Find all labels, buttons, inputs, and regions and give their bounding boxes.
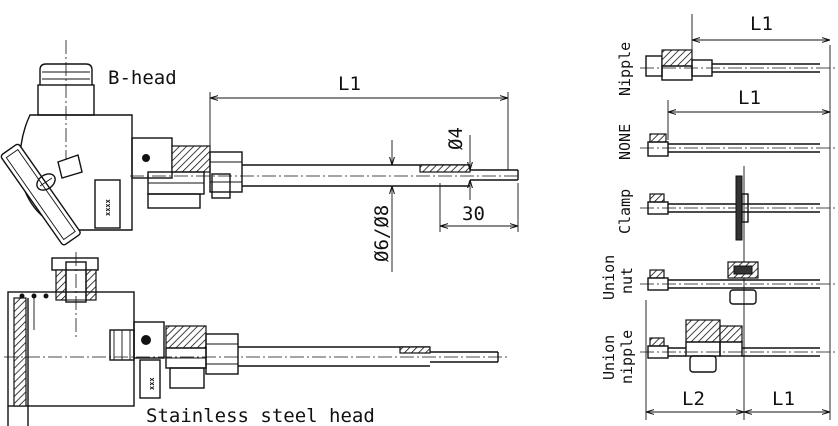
union-nipple-hatch	[685, 319, 721, 343]
variant-union-nut: Union nut	[600, 255, 836, 305]
variant-union-nipple-label-2: nipple	[618, 330, 636, 384]
ss-marking-text: xxx	[148, 377, 156, 390]
l1-label: L1	[338, 73, 361, 95]
variant-union-nut-label-2: nut	[618, 267, 636, 294]
ss-head-wall	[13, 297, 27, 407]
variant-union-nipple-label-1: Union	[600, 335, 618, 380]
bhead-assembly: xxxx L1 Ø4 30	[0, 40, 520, 272]
nipple-l1-label: L1	[750, 13, 773, 35]
lid-hinge	[57, 154, 83, 179]
bhead-screw-dot	[142, 154, 150, 162]
l1-bottom-label: L1	[772, 388, 795, 410]
bhead-marking-plate	[94, 179, 121, 229]
ss-compression-nut	[205, 333, 239, 375]
ss-head-body	[7, 291, 135, 407]
bhead-marking-text: xxxx	[104, 198, 112, 216]
l2-label: L2	[682, 388, 705, 410]
variant-clamp-label: Clamp	[616, 189, 634, 234]
bhead-label: B-head	[108, 67, 177, 89]
ss-marking-plate	[139, 359, 161, 399]
clamp-body	[735, 175, 743, 241]
variant-union-nut-label-1: Union	[600, 255, 618, 300]
none-l1-label: L1	[738, 87, 761, 109]
variant-none-label: NONE	[616, 124, 634, 160]
variants-panel: Nipple L1 NONE L1 Clamp	[600, 13, 836, 420]
variant-nipple: Nipple L1	[616, 13, 836, 96]
dim30-label: 30	[462, 203, 485, 225]
ss-screw-dot	[141, 335, 151, 345]
variant-union-nipple: Union nipple	[600, 319, 836, 384]
ss-gland-cap	[51, 257, 99, 271]
compression-nut	[209, 151, 243, 193]
variant-none: NONE L1	[616, 87, 836, 160]
variant-clamp: Clamp	[616, 175, 836, 241]
ss-head-label: Stainless steel head	[146, 405, 375, 426]
d4-label: Ø4	[445, 127, 467, 150]
ss-fitting-hatch	[165, 325, 207, 349]
bhead-fitting-hatch	[171, 145, 211, 173]
d6d8-label: Ø6/Ø8	[371, 205, 393, 262]
cable-gland-cap	[39, 63, 93, 85]
lid-screw-icon	[36, 173, 56, 191]
ss-head-assembly: xxx Stainless steel head	[4, 252, 510, 426]
variant-nipple-label: Nipple	[616, 42, 634, 96]
nipple-hatch	[661, 49, 693, 67]
